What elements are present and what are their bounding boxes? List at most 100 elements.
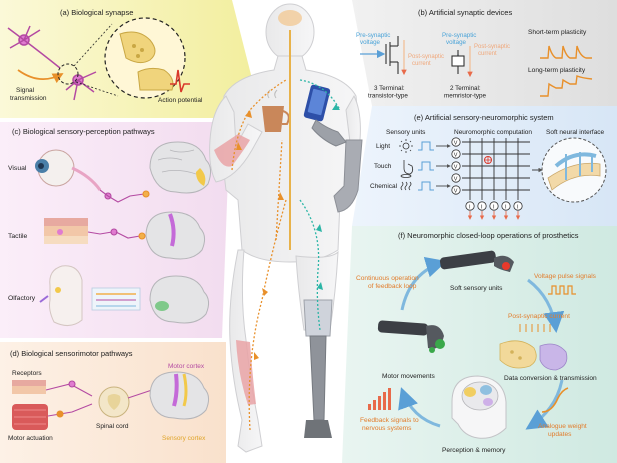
spinal-cord-icon bbox=[98, 386, 130, 418]
prosthetic-foot bbox=[304, 420, 332, 438]
coffee-cup bbox=[262, 89, 290, 132]
panel-e: (e) Artificial sensory-neuromorphic syst… bbox=[370, 113, 607, 220]
v-node-label: V bbox=[454, 140, 458, 146]
receptors-skin-icon bbox=[12, 380, 46, 394]
visual-label: Visual bbox=[8, 165, 27, 172]
synapse-device-icon bbox=[499, 340, 568, 371]
i-node-label: I bbox=[493, 204, 495, 210]
panel-f-title: (f) Neuromorphic closed-loop operations … bbox=[398, 231, 579, 240]
eye-icon bbox=[35, 149, 102, 191]
prosthetic-hand-icon-top bbox=[439, 250, 514, 272]
figure-left-forearm-muscle bbox=[214, 134, 250, 167]
pre-synaptic-voltage-label-2: Pre-synaptic voltage bbox=[442, 32, 478, 46]
continuous-operation-label: Continuous operation of feedback loop bbox=[356, 275, 421, 290]
visual-neuron-icon bbox=[99, 189, 150, 203]
v-node-label: V bbox=[454, 188, 458, 194]
short-term-plasticity-label: Short-term plasticity bbox=[528, 29, 587, 36]
feedback-bars-icon bbox=[368, 388, 391, 410]
presynaptic-neuron-icon bbox=[7, 25, 61, 69]
panel-b: (b) Artificial synaptic devices Pre-syna… bbox=[356, 8, 593, 100]
sensory-signal-arrows bbox=[236, 110, 284, 360]
loop-arrow-bottom-right bbox=[525, 379, 564, 430]
panel-f: (f) Neuromorphic closed-loop operations … bbox=[356, 231, 597, 454]
receptors-label: Receptors bbox=[12, 370, 42, 377]
zoom-line-top bbox=[73, 23, 113, 67]
soft-neural-interface-label: Soft neural interface bbox=[546, 129, 605, 136]
motor-actuation-label: Motor actuation bbox=[8, 435, 53, 442]
v-node-label: V bbox=[454, 164, 458, 170]
sensory-units-label: Sensory units bbox=[386, 129, 426, 136]
feedback-signals-label: Feedback signals to nervous systems bbox=[360, 417, 421, 432]
sensory-signal-path-leg bbox=[248, 199, 287, 431]
pre-synaptic-voltage-label-1: Pre-synaptic voltage bbox=[356, 32, 392, 46]
sensory-signal-path-torso bbox=[275, 139, 283, 241]
post-synaptic-current-label-1: Post-synaptic current bbox=[408, 54, 446, 67]
v-node-label: V bbox=[454, 176, 458, 182]
voltage-pulse-signals-label: Voltage pulse signals bbox=[534, 273, 597, 280]
tactile-label: Tactile bbox=[8, 233, 27, 240]
crossbar-array-icon bbox=[462, 138, 530, 200]
brain-icon-olfactory bbox=[149, 275, 210, 324]
chemical-pulse-icon bbox=[418, 181, 434, 191]
i-node-label: I bbox=[505, 204, 507, 210]
sensory-signal-path-arm bbox=[231, 79, 287, 171]
data-conversion-label: Data conversion & transmission bbox=[504, 375, 597, 382]
brain-icon-sensorimotor bbox=[149, 371, 210, 420]
voltage-input-nodes: V V V V V bbox=[451, 137, 461, 195]
transistor-icon bbox=[385, 36, 399, 74]
panel-b-background bbox=[352, 0, 617, 106]
loop-arrow-top bbox=[400, 257, 447, 311]
muscle-fiber-icon bbox=[12, 404, 48, 430]
motor-cortex-label: Motor cortex bbox=[168, 363, 205, 370]
zoom-line-bottom bbox=[75, 81, 119, 97]
spinal-cord-label: Spinal cord bbox=[96, 423, 129, 430]
analogue-weight-label: Analogue weight updates bbox=[538, 423, 589, 438]
long-term-plasticity-label: Long-term plasticity bbox=[528, 67, 586, 74]
neuromorphic-computation-label: Neuromorphic computation bbox=[454, 129, 532, 136]
motor-movements-label: Motor movements bbox=[382, 373, 435, 380]
motor-signal-path-arm bbox=[299, 79, 341, 111]
panel-a: (a) Biological synapse Signal transmissi… bbox=[7, 8, 203, 104]
smartphone-screen bbox=[307, 88, 327, 116]
olfactory-epithelium-icon bbox=[91, 287, 141, 311]
voltage-pulse-icon bbox=[548, 285, 576, 295]
light-label: Light bbox=[376, 143, 390, 150]
human-figure bbox=[209, 3, 363, 453]
spike-train-icon bbox=[519, 324, 551, 332]
i-node-label: I bbox=[469, 204, 471, 210]
output-arrows bbox=[467, 211, 521, 220]
prosthetic-hand bbox=[311, 119, 347, 147]
current-output-nodes: I I I I I bbox=[465, 201, 523, 211]
chemical-label: Chemical bbox=[370, 183, 398, 190]
prosthetic-hand-icon-left bbox=[377, 320, 445, 353]
brain-icon-tactile bbox=[145, 211, 206, 260]
touch-pulse-icon bbox=[418, 161, 434, 171]
panel-c-title: (c) Biological sensory-perception pathwa… bbox=[12, 127, 155, 136]
sensory-cortex-label: Sensory cortex bbox=[162, 435, 206, 442]
memristor-icon bbox=[451, 50, 465, 74]
panel-e-title: (e) Artificial sensory-neuromorphic syst… bbox=[414, 113, 554, 122]
motor-signal-arrows bbox=[316, 104, 340, 290]
light-pulse-icon bbox=[418, 141, 434, 151]
panel-c: (c) Biological sensory-perception pathwa… bbox=[8, 127, 212, 326]
sensor-to-array-arrows bbox=[436, 144, 451, 188]
signal-transmission-label: Signal transmission bbox=[10, 87, 47, 102]
skin-layers-icon bbox=[44, 218, 88, 244]
soft-neural-interface-icon bbox=[541, 137, 607, 203]
chemical-wave-icon bbox=[400, 181, 412, 191]
head-profile-icon bbox=[39, 265, 83, 326]
synapse-zoom-small-circle bbox=[57, 63, 79, 85]
action-potential-icon bbox=[170, 69, 190, 93]
sensorimotor-neurons-icon bbox=[45, 380, 93, 418]
action-potential-label: Action potential bbox=[158, 97, 203, 104]
post-synaptic-current-label-f: Post-synaptic current bbox=[508, 313, 570, 320]
synapse-icon bbox=[119, 31, 174, 91]
olfactory-label: Olfactory bbox=[8, 295, 36, 302]
head-brain-icon bbox=[451, 375, 507, 439]
brain-icon-visual bbox=[149, 141, 212, 194]
short-term-plasticity-curve bbox=[540, 45, 592, 59]
loop-arrow-right bbox=[527, 278, 565, 333]
soft-sensory-units-label: Soft sensory units bbox=[450, 285, 503, 292]
